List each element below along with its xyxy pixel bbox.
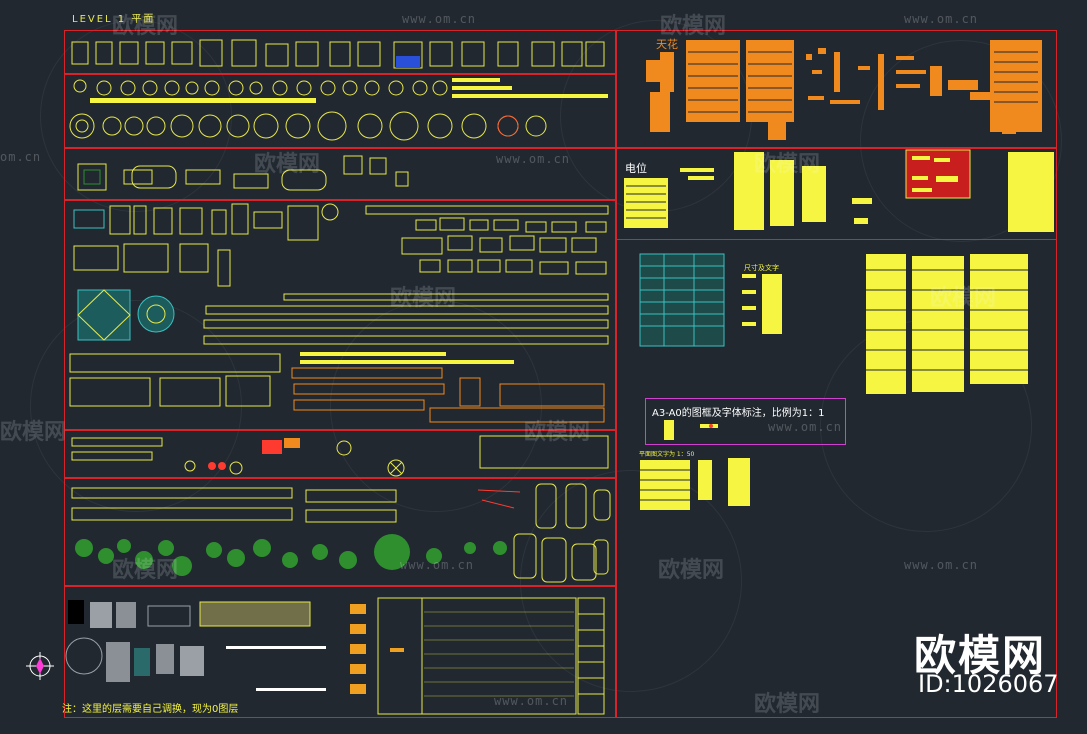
furniture-row-2[interactable]	[64, 74, 616, 148]
electrical-label: 电位	[625, 162, 647, 175]
watermark-url: www.om.cn	[768, 420, 843, 434]
plants-block[interactable]	[64, 478, 616, 586]
watermark-url: www.om.cn	[904, 12, 979, 26]
furniture-row-1[interactable]	[64, 30, 616, 74]
brand-logo-text: 欧模网	[914, 631, 1047, 680]
fixtures-row[interactable]	[64, 430, 616, 478]
watermark-logo: 欧模网	[112, 558, 179, 583]
watermark-logo: 欧模网	[524, 420, 591, 445]
watermark-logo: 欧模网	[390, 286, 457, 311]
frame-note-label: A3-A0的图框及字体标注，比例为1：1	[652, 408, 825, 419]
brand-id-text: ID:1026067	[918, 670, 1059, 698]
watermark-logo: 欧模网	[660, 14, 727, 39]
ceiling-block[interactable]	[616, 30, 1057, 148]
materials-block[interactable]	[64, 586, 616, 718]
watermark-logo: 欧模网	[0, 420, 67, 445]
dining-row[interactable]	[64, 148, 616, 200]
watermark-url: www.om.cn	[402, 12, 477, 26]
plan-text-label: 平面图文字为 1：50	[639, 451, 695, 458]
bottom-note: 注：这里的层需要自己调换，现为0图层	[62, 704, 239, 715]
watermark-logo: 欧模网	[658, 558, 725, 583]
watermark-url: www.om.cn	[400, 558, 475, 572]
watermark-logo: 欧模网	[930, 286, 997, 311]
dimension-text-label: 尺寸及文字	[744, 264, 779, 272]
watermark-url: om.cn	[0, 150, 42, 164]
watermark-logo: 欧模网	[112, 14, 179, 39]
watermark-url: www.om.cn	[496, 152, 571, 166]
compass-icon	[26, 652, 54, 680]
living-block[interactable]	[64, 200, 616, 430]
watermark-logo: 欧模网	[754, 152, 821, 177]
watermark-url: www.om.cn	[904, 558, 979, 572]
watermark-logo: 欧模网	[754, 692, 821, 717]
frame-note-box[interactable]	[645, 398, 846, 445]
electrical-block[interactable]	[616, 148, 1057, 240]
watermark-url: www.om.cn	[494, 694, 569, 708]
watermark-logo: 欧模网	[254, 152, 321, 177]
ceiling-label: 天花	[656, 38, 678, 51]
level-label: LEVEL 1 平面	[72, 14, 156, 25]
